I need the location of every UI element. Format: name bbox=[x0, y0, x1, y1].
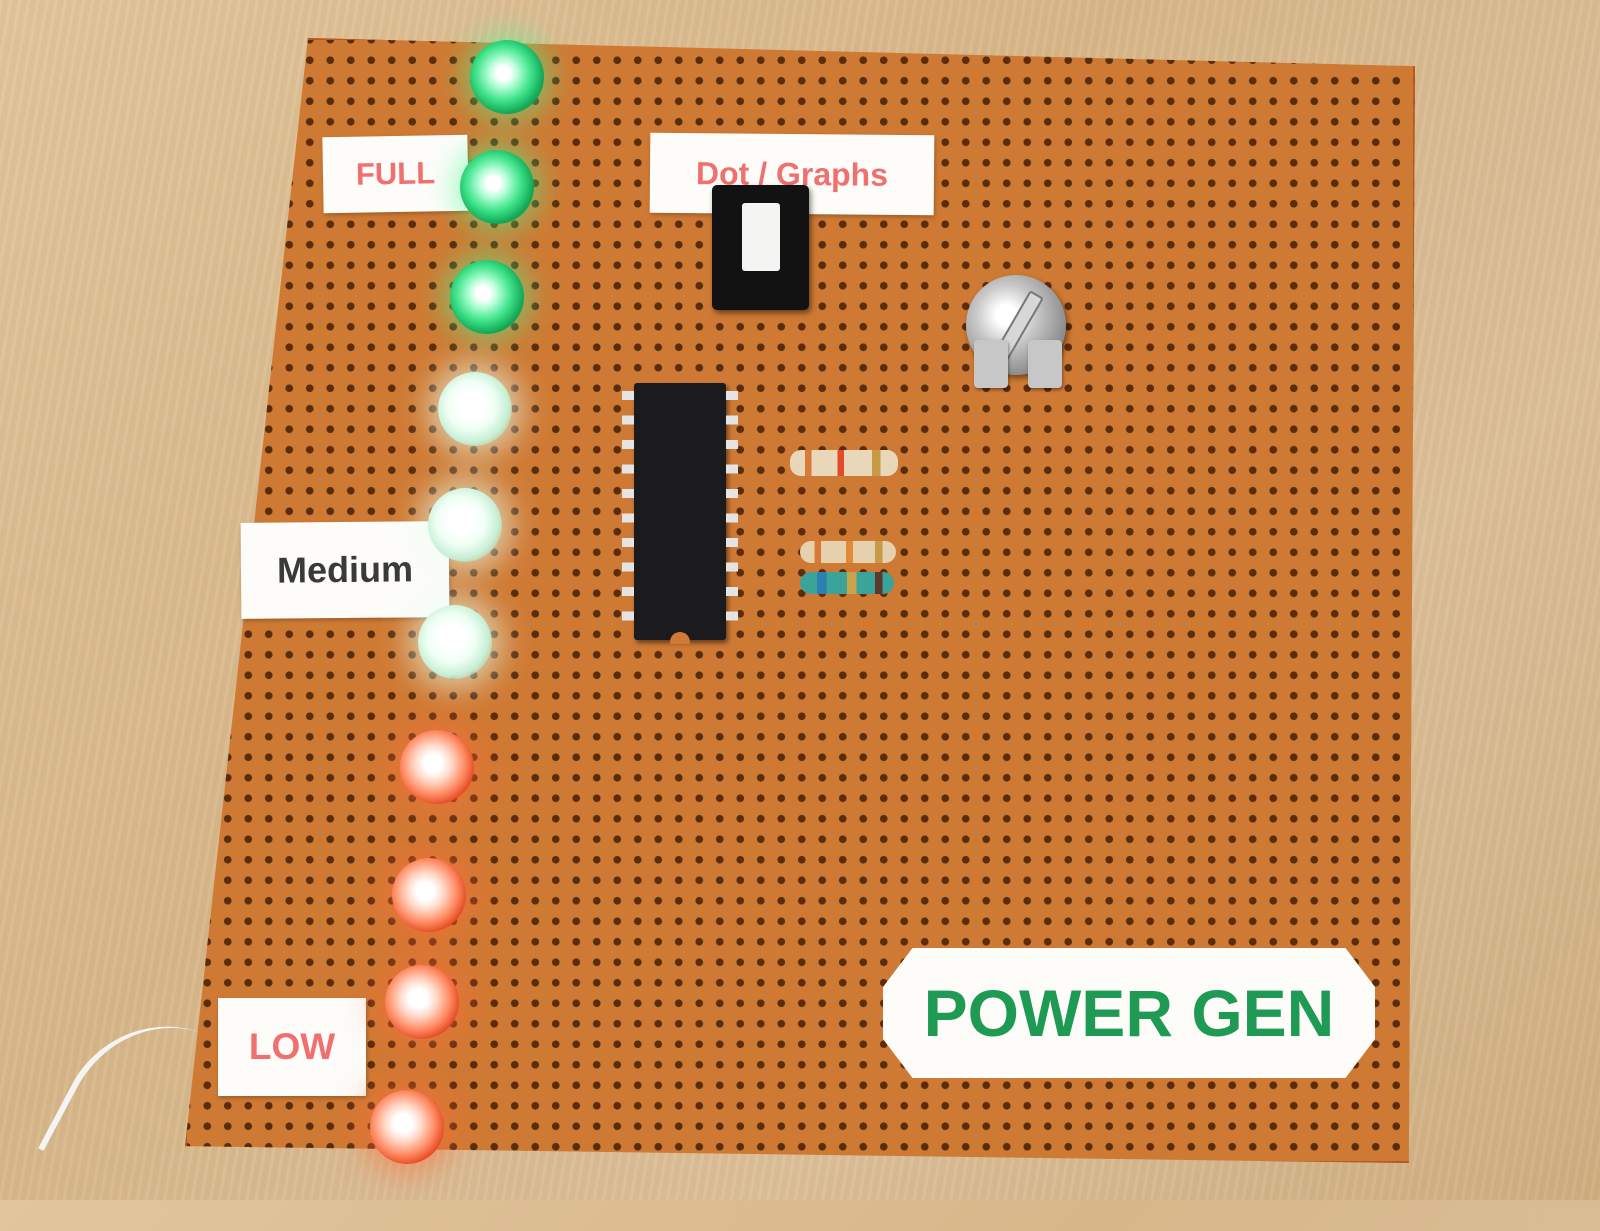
led-green-1 bbox=[470, 40, 544, 114]
label-power-gen: POWER GEN bbox=[883, 948, 1375, 1078]
led-green-2 bbox=[460, 150, 534, 224]
led-white-2 bbox=[428, 488, 502, 562]
led-red-1 bbox=[400, 730, 474, 804]
ic-chip-icon bbox=[622, 383, 738, 644]
label-medium: Medium bbox=[240, 521, 450, 619]
resistor-icon bbox=[790, 450, 898, 476]
label-low: LOW bbox=[218, 998, 366, 1096]
pot-leg-left bbox=[974, 340, 1008, 388]
led-green-3 bbox=[450, 260, 524, 334]
led-red-3 bbox=[385, 965, 459, 1039]
led-white-1 bbox=[438, 372, 512, 446]
resistor-icon bbox=[800, 572, 894, 594]
switch-button[interactable] bbox=[742, 203, 780, 271]
label-full: FULL bbox=[322, 134, 469, 214]
resistor-icon bbox=[800, 541, 896, 563]
led-red-4 bbox=[370, 1090, 444, 1164]
push-switch-icon[interactable] bbox=[712, 185, 809, 310]
pot-leg-right bbox=[1028, 340, 1062, 388]
led-white-3 bbox=[418, 605, 492, 679]
led-red-2 bbox=[392, 858, 466, 932]
